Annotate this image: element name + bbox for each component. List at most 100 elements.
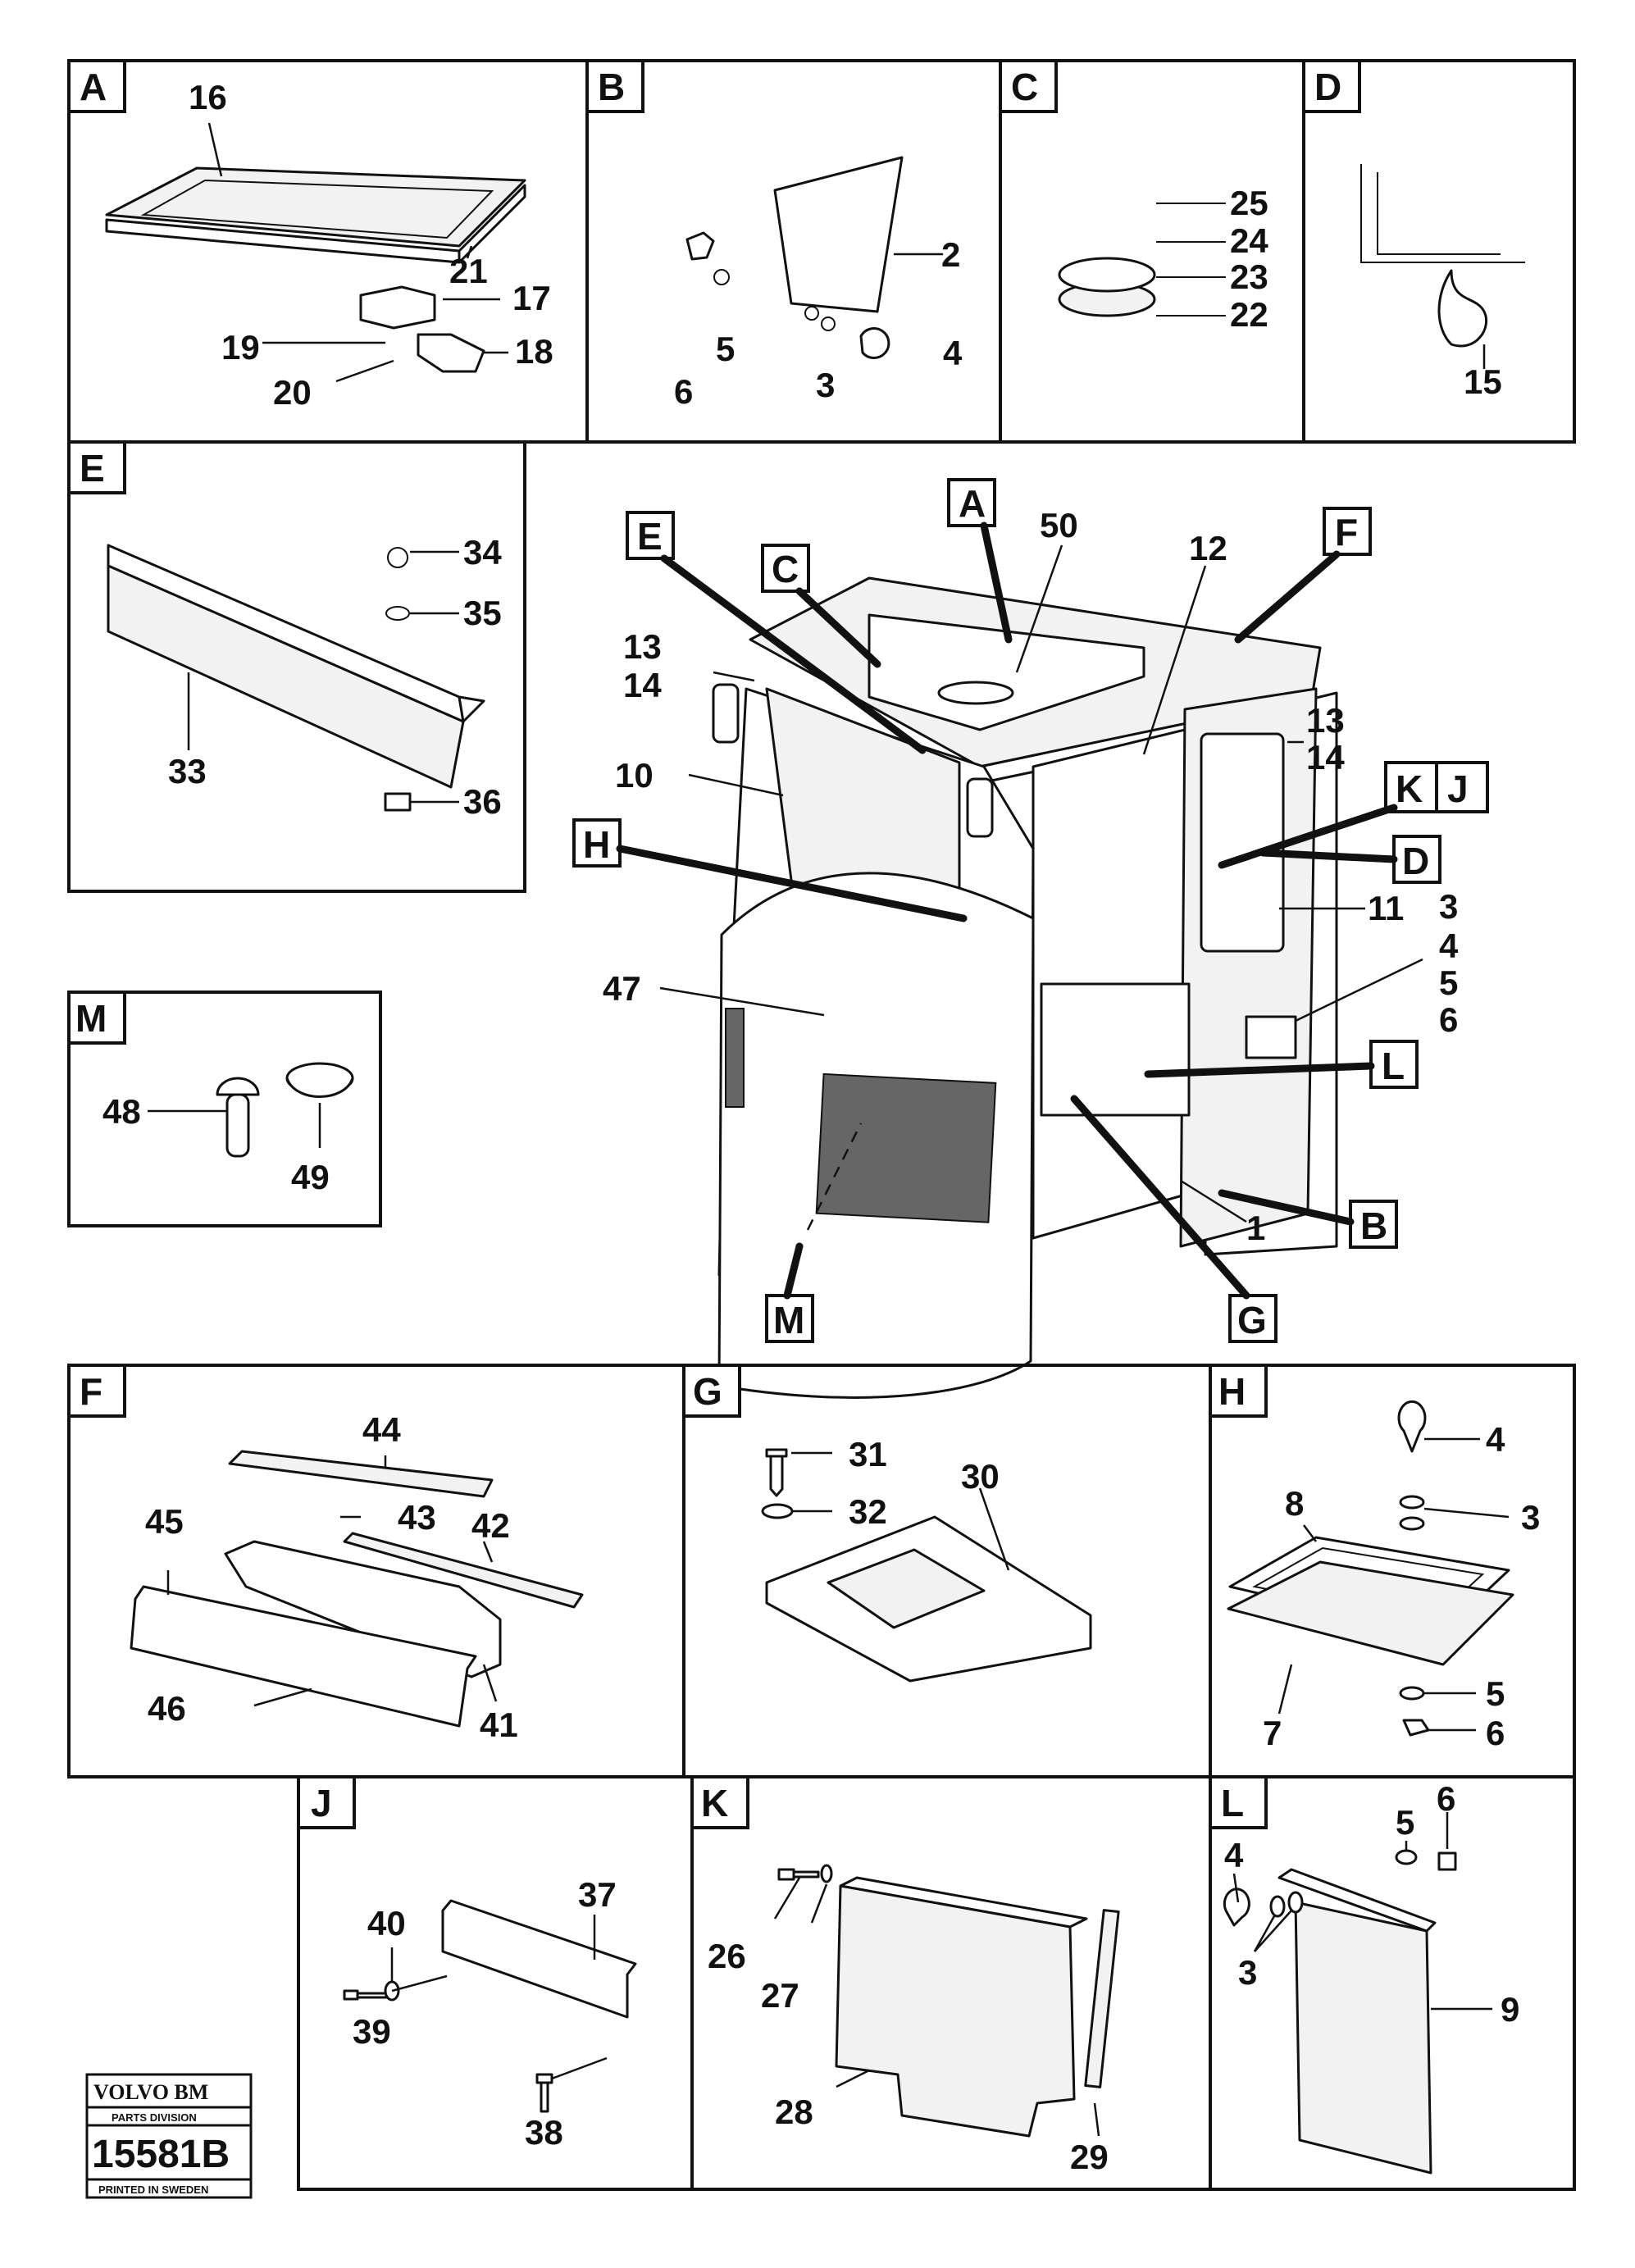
- panel-l: L 6 5 4 3 9: [1209, 1775, 1576, 2191]
- label-j-38: 38: [525, 2113, 563, 2152]
- label-main-12: 12: [1189, 529, 1227, 567]
- label-a-21: 21: [449, 252, 488, 290]
- logo-division: PARTS DIVISION: [112, 2111, 197, 2124]
- label-a-18: 18: [515, 332, 553, 371]
- label-l-6: 6: [1437, 1779, 1455, 1818]
- label-main-1: 1: [1246, 1209, 1265, 1247]
- label-g-31: 31: [849, 1435, 887, 1473]
- label-l-5: 5: [1396, 1803, 1414, 1842]
- label-main-14-right: 14: [1306, 738, 1345, 776]
- label-a-17: 17: [512, 279, 551, 317]
- label-main-10: 10: [615, 756, 654, 795]
- panel-l-tag: L: [1221, 1782, 1244, 1824]
- label-h-6: 6: [1486, 1714, 1505, 1752]
- label-b-6: 6: [674, 372, 693, 411]
- callout-l: L: [1382, 1045, 1405, 1087]
- panel-f-tag: F: [80, 1370, 102, 1413]
- label-e-33: 33: [168, 752, 207, 790]
- label-j-37: 37: [578, 1875, 617, 1914]
- callout-k: K: [1396, 767, 1423, 810]
- panel-b: B 2 5 4 6 3: [585, 59, 1002, 444]
- callout-d: D: [1402, 840, 1429, 882]
- callout-b: B: [1360, 1205, 1387, 1247]
- panel-h-tag: H: [1218, 1370, 1246, 1413]
- label-l-3: 3: [1238, 1953, 1257, 1992]
- callout-m: M: [773, 1299, 804, 1341]
- panel-b-tag: B: [598, 66, 625, 108]
- label-c-24: 24: [1230, 221, 1268, 260]
- label-main-5: 5: [1439, 963, 1458, 1002]
- panel-c-tag: C: [1011, 66, 1038, 108]
- panel-a: A 16 21 17 19 18 20: [67, 59, 589, 444]
- label-f-44: 44: [362, 1410, 401, 1449]
- label-d-15: 15: [1464, 362, 1502, 401]
- label-f-43: 43: [398, 1498, 436, 1537]
- label-m-48: 48: [102, 1092, 141, 1131]
- callout-j: J: [1447, 767, 1469, 810]
- main-cab: [712, 576, 1338, 1399]
- label-b-2: 2: [941, 235, 960, 274]
- label-f-46: 46: [148, 1689, 186, 1728]
- label-g-32: 32: [849, 1492, 887, 1531]
- label-c-22: 22: [1230, 295, 1268, 334]
- panel-m: M 48 49: [67, 991, 382, 1227]
- label-main-47: 47: [603, 969, 641, 1008]
- panel-k-tag: K: [701, 1782, 728, 1824]
- label-a-20: 20: [273, 373, 312, 412]
- label-f-45: 45: [145, 1502, 184, 1541]
- label-k-27: 27: [761, 1976, 799, 2015]
- label-c-23: 23: [1230, 257, 1268, 296]
- label-main-6: 6: [1439, 1000, 1458, 1039]
- label-main-3: 3: [1439, 887, 1458, 926]
- panel-e-tag: E: [80, 447, 105, 490]
- label-h-7: 7: [1263, 1714, 1282, 1752]
- label-main-11: 11: [1368, 889, 1404, 927]
- label-a-19: 19: [221, 328, 260, 367]
- callout-c: C: [772, 548, 799, 590]
- label-e-35: 35: [463, 594, 502, 632]
- panel-j-tag: J: [311, 1782, 332, 1824]
- label-l-4: 4: [1224, 1836, 1244, 1874]
- label-c-25: 25: [1230, 184, 1268, 222]
- label-h-8: 8: [1285, 1484, 1304, 1523]
- logo-brand: VOLVO BM: [93, 2080, 208, 2104]
- label-e-34: 34: [463, 533, 502, 572]
- label-h-5: 5: [1486, 1674, 1505, 1713]
- label-f-41: 41: [480, 1706, 518, 1744]
- panel-f: F 44 43 42 45 46 41: [67, 1364, 685, 1778]
- label-main-14-left: 14: [623, 666, 662, 704]
- label-l-9: 9: [1501, 1990, 1519, 2029]
- label-a-16: 16: [189, 78, 227, 116]
- main-callouts: A C E F K J D H L B: [572, 478, 1489, 1343]
- label-j-39: 39: [353, 2012, 391, 2051]
- label-main-13-right: 13: [1306, 701, 1345, 740]
- panel-k: K 26 27 28 29: [690, 1775, 1212, 2191]
- callout-f: F: [1335, 511, 1358, 553]
- logo-number: 15581B: [92, 2133, 230, 2176]
- label-main-4: 4: [1439, 927, 1459, 965]
- label-k-26: 26: [708, 1937, 746, 1975]
- panel-a-tag: A: [80, 66, 107, 108]
- label-m-49: 49: [291, 1158, 330, 1196]
- label-b-4: 4: [943, 334, 963, 372]
- panel-g-tag: G: [693, 1370, 722, 1413]
- label-k-28: 28: [775, 2093, 813, 2131]
- label-main-50: 50: [1040, 506, 1078, 544]
- callout-e: E: [637, 515, 663, 558]
- panel-j: J 40 37 39 38: [297, 1775, 694, 2191]
- main-labels: 50 12 13 14 13 14 10 11 3 4 5 6 47 1: [603, 506, 1459, 1247]
- label-b-5: 5: [716, 330, 735, 368]
- panel-m-tag: M: [75, 997, 107, 1040]
- label-f-42: 42: [471, 1506, 510, 1545]
- panel-g: G 31 30 32: [682, 1364, 1212, 1778]
- panel-d-tag: D: [1314, 66, 1341, 108]
- label-h-4: 4: [1486, 1420, 1505, 1459]
- label-g-30: 30: [961, 1457, 1000, 1496]
- label-k-29: 29: [1070, 2138, 1109, 2176]
- label-h-3: 3: [1521, 1498, 1540, 1537]
- logo-printed: PRINTED IN SWEDEN: [98, 2184, 208, 2196]
- panel-d: D 15: [1302, 59, 1576, 444]
- label-b-3: 3: [816, 366, 835, 404]
- label-e-36: 36: [463, 782, 502, 821]
